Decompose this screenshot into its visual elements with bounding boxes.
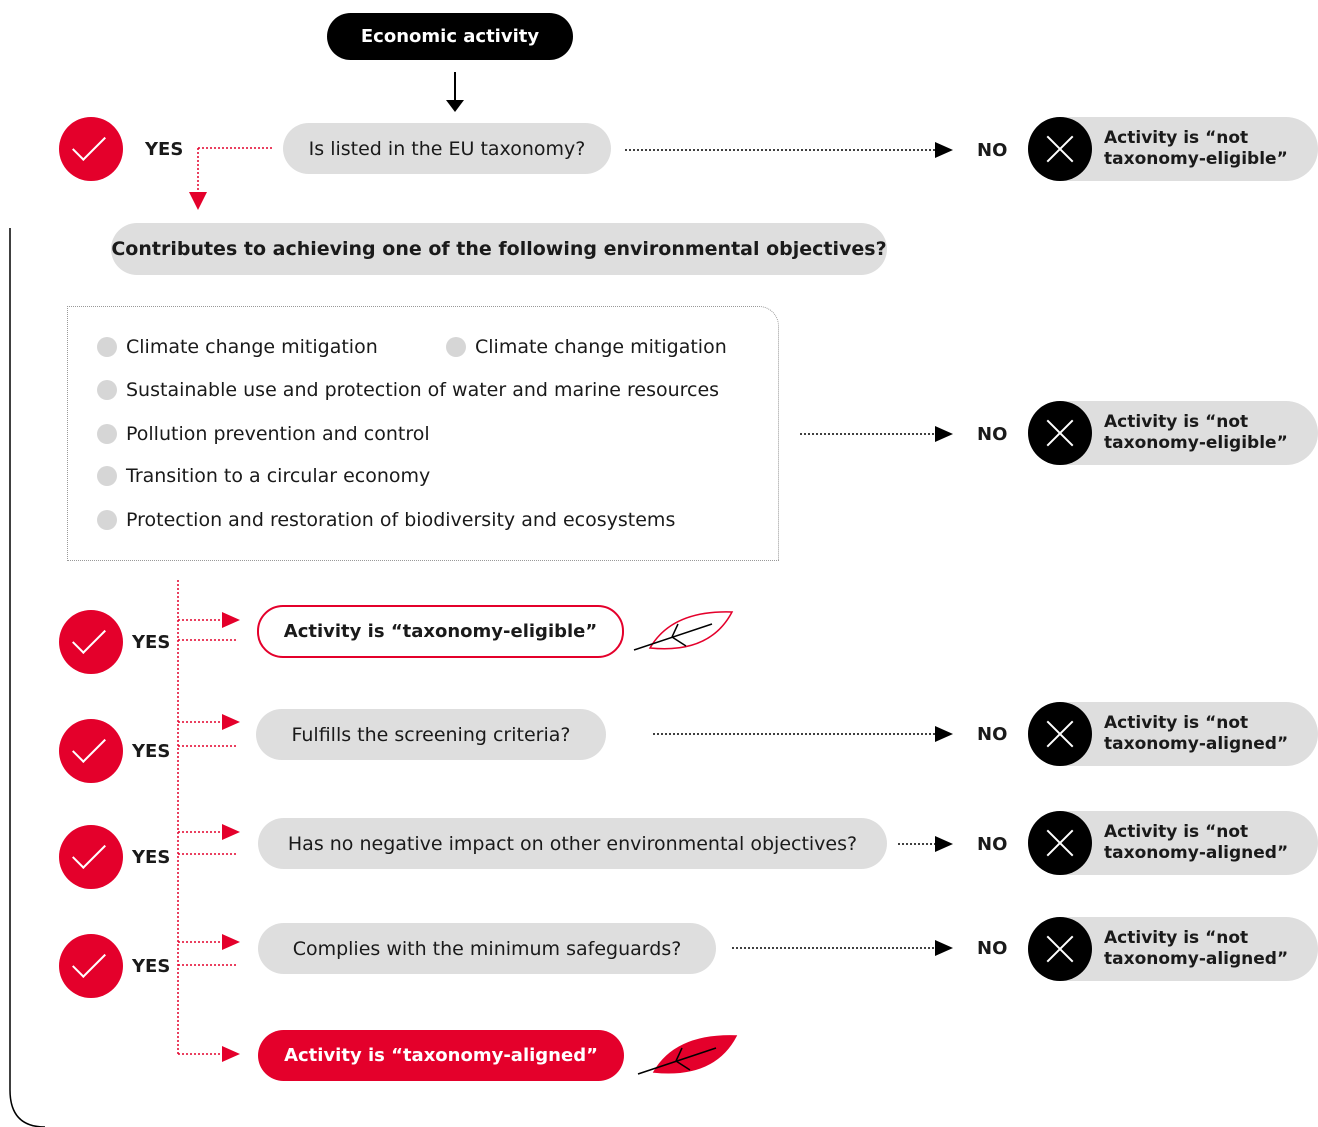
check-icon [59,719,123,783]
result-not-eligible-line2: taxonomy-eligible” [1104,149,1288,169]
objective-label: Protection and restoration of biodiversi… [126,509,676,531]
objective-item: Climate change mitigation [97,336,378,358]
result-not-aligned: Activity is “not taxonomy-aligned” [1028,917,1318,981]
result-not-aligned-line2: taxonomy-aligned” [1104,949,1289,969]
objective-label: Sustainable use and protection of water … [126,379,720,401]
yes-label: YES [132,632,171,653]
result-not-eligible-line1: Activity is “not [1104,128,1249,148]
objective-item: Protection and restoration of biodiversi… [97,509,675,531]
question-screening-label: Fulfills the screening criteria? [291,723,571,746]
question-screening: Fulfills the screening criteria? [256,709,606,760]
bullet-icon [97,510,117,530]
result-not-aligned-line1: Activity is “not [1104,928,1249,948]
result-eligible: Activity is “taxonomy-eligible” [257,605,624,658]
objective-label: Climate change mitigation [126,336,378,358]
bullet-icon [97,380,117,400]
check-icon [59,825,123,889]
objectives-box [67,306,779,561]
objective-item: Climate change mitigation [446,336,727,358]
question-listed-label: Is listed in the EU taxonomy? [308,137,586,160]
yes-label: YES [132,956,171,977]
result-not-aligned-line2: taxonomy-aligned” [1104,843,1289,863]
result-not-aligned-line1: Activity is “not [1104,713,1249,733]
result-not-aligned: Activity is “not taxonomy-aligned” [1028,702,1318,766]
bullet-icon [97,424,117,444]
close-icon [1028,702,1092,766]
result-not-aligned-line1: Activity is “not [1104,822,1249,842]
result-not-aligned-line2: taxonomy-aligned” [1104,734,1289,754]
objective-item: Transition to a circular economy [97,465,430,487]
check-icon [59,117,123,181]
check-icon [59,934,123,998]
question-contributes: Contributes to achieving one of the foll… [111,223,887,275]
no-label: NO [977,938,1008,959]
no-label: NO [977,140,1008,161]
objective-label: Pollution prevention and control [126,423,430,445]
no-label: NO [977,834,1008,855]
question-no-harm: Has no negative impact on other environm… [258,818,887,869]
result-not-eligible: Activity is “not taxonomy-eligible” [1028,117,1318,181]
objective-label: Climate change mitigation [475,336,727,358]
bullet-icon [446,337,466,357]
no-label: NO [977,724,1008,745]
yes-label: YES [132,741,171,762]
close-icon [1028,811,1092,875]
result-not-eligible: Activity is “not taxonomy-eligible” [1028,401,1318,465]
bullet-icon [97,466,117,486]
question-safeguards: Complies with the minimum safeguards? [258,923,716,974]
objective-label: Transition to a circular economy [126,465,431,487]
close-icon [1028,117,1092,181]
question-safeguards-label: Complies with the minimum safeguards? [292,937,682,960]
objective-item: Sustainable use and protection of water … [97,379,719,401]
leaf-filled-icon [637,1035,738,1075]
question-no-harm-label: Has no negative impact on other environm… [287,832,858,855]
close-icon [1028,917,1092,981]
check-icon [59,610,123,674]
start-node: Economic activity [327,13,573,60]
result-not-eligible-line1: Activity is “not [1104,412,1249,432]
leaf-outline-icon [633,611,734,651]
no-label: NO [977,424,1008,445]
result-not-eligible-line2: taxonomy-eligible” [1104,433,1288,453]
result-not-aligned: Activity is “not taxonomy-aligned” [1028,811,1318,875]
objective-item: Pollution prevention and control [97,423,430,445]
result-aligned-label: Activity is “taxonomy-aligned” [284,1045,598,1066]
question-listed: Is listed in the EU taxonomy? [283,123,611,174]
question-contributes-label: Contributes to achieving one of the foll… [111,238,887,260]
result-aligned: Activity is “taxonomy-aligned” [258,1030,624,1081]
start-label: Economic activity [360,26,540,47]
yes-label: YES [145,139,184,160]
close-icon [1028,401,1092,465]
yes-label: YES [132,847,171,868]
bullet-icon [97,337,117,357]
result-eligible-label: Activity is “taxonomy-eligible” [283,621,598,642]
